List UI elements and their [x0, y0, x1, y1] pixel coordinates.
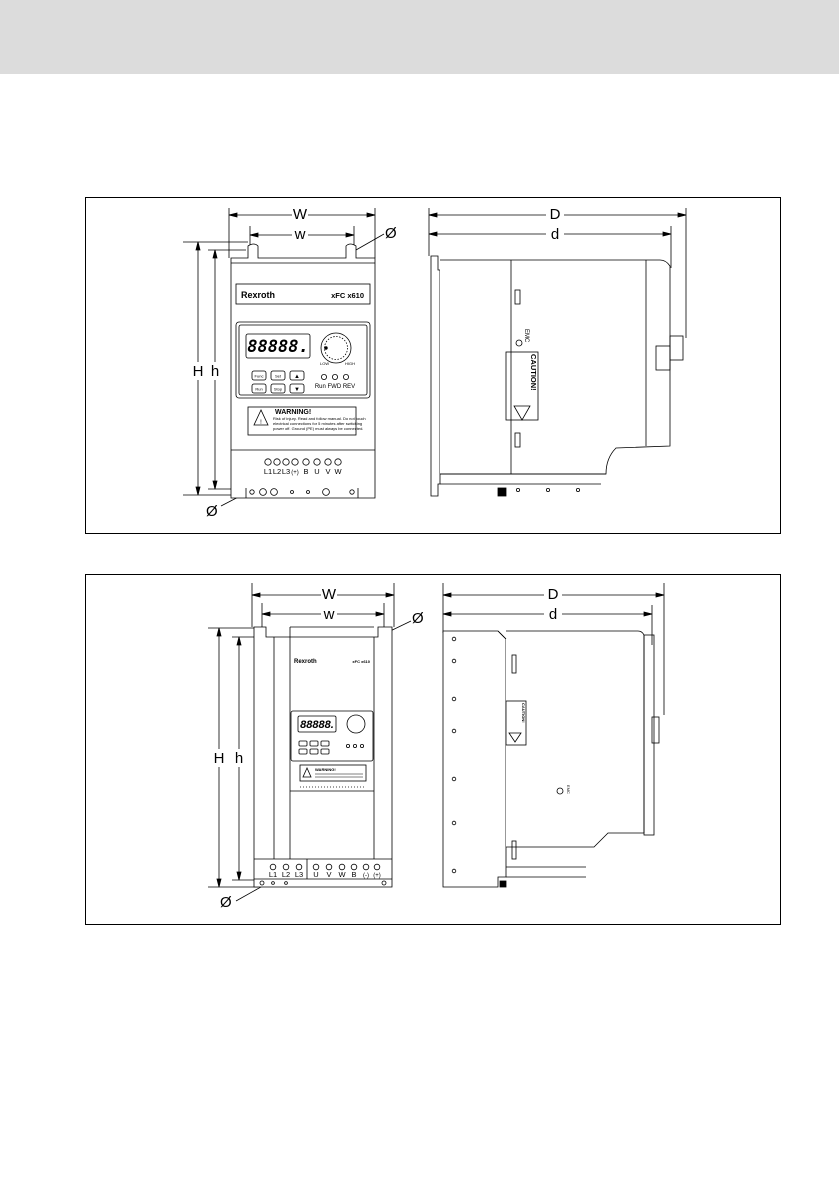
dim-W-large-label: W [322, 586, 337, 603]
terminal-plus: (+) [291, 470, 299, 476]
dim-d-label: d [551, 226, 559, 243]
key-set: Set [275, 374, 282, 379]
large-terminal-L3: L3 [295, 870, 303, 879]
large-terminal-U: U [313, 870, 318, 879]
dim-H-large-label: H [214, 750, 225, 767]
dim-H-label: H [193, 363, 204, 380]
large-terminal-L2: L2 [282, 870, 290, 879]
front-model: xFC x610 [331, 291, 364, 300]
dim-diameter-large-bottom: Ø [220, 894, 232, 911]
large-warning-title: WARNING! [315, 767, 336, 772]
large-side-emc-mark: EMC [566, 785, 571, 794]
dim-D-large-label: D [548, 586, 559, 603]
side-view-large: EMC CAUTION! [442, 630, 660, 888]
drawing-small-frame: W w Ø H h Ø Rexroth [183, 206, 687, 520]
knob-high-label: HIGH [345, 361, 355, 366]
dim-w-large: w [261, 603, 385, 627]
large-front-brand: Rexroth [294, 659, 317, 665]
front-view-large: Rexroth xFC x610 88888. WARNING! L [253, 626, 393, 888]
svg-text:!: ! [260, 420, 262, 426]
front-view-small: Rexroth xFC x610 88888. LOW HIGH Func Se… [230, 243, 376, 499]
terminal-L2: L2 [273, 467, 281, 476]
dim-diameter-large-top: Ø [412, 610, 424, 627]
knob-low-label: LOW [320, 361, 329, 366]
dim-d: d [428, 226, 672, 268]
dim-diameter-top: Ø [385, 225, 397, 242]
header-band [0, 0, 839, 74]
large-terminal-L1: L1 [269, 870, 277, 879]
dim-W-large: W [251, 583, 395, 627]
dim-h-large: h [231, 636, 258, 881]
terminal-L1: L1 [264, 467, 272, 476]
dim-H-large: H [208, 627, 258, 888]
side-caution-title: CAUTION! [529, 354, 538, 391]
dim-h-label: h [211, 363, 219, 380]
dimension-figure-small-frame: W w Ø H h Ø Rexroth [85, 197, 781, 534]
large-terminal-minus: (-) [363, 873, 369, 879]
terminal-W: W [334, 467, 342, 476]
terminal-U: U [314, 467, 319, 476]
front-brand: Rexroth [241, 290, 275, 300]
warning-title: WARNING! [275, 409, 311, 416]
large-terminal-B: B [351, 870, 356, 879]
dim-H: H [183, 241, 248, 496]
key-run: Run [255, 387, 262, 392]
dim-W-label: W [293, 206, 308, 223]
key-up: ▲ [294, 374, 300, 380]
dim-d-large-label: d [549, 606, 557, 623]
front-indicator-labels: Run FWD REV [315, 384, 355, 390]
warning-line-3: power off. Ground (PE) must always be co… [273, 426, 363, 431]
dim-h: h [207, 249, 246, 490]
terminal-L3: L3 [282, 467, 290, 476]
key-func: Func [255, 374, 264, 379]
dim-W: W [228, 206, 376, 258]
warning-line-1: Risk of injury. Read and follow manual. … [273, 416, 366, 421]
large-side-caution-title: CAUTION! [521, 703, 526, 723]
dim-w-large-label: w [323, 606, 335, 623]
large-terminal-V: V [326, 870, 331, 879]
dim-h-large-label: h [235, 750, 243, 767]
terminal-V: V [325, 467, 330, 476]
dim-w-label: w [294, 226, 306, 243]
dim-w: w [249, 226, 355, 256]
front-display-readout: 88888. [247, 337, 308, 357]
dim-D-large: D [442, 583, 665, 715]
terminal-B: B [303, 467, 308, 476]
side-view-small: EMC CAUTION! [430, 255, 684, 497]
dimension-figure-large-frame: W w Ø H h Ø [85, 574, 781, 925]
large-front-model: xFC x610 [352, 659, 370, 664]
dim-d-large: d [442, 605, 653, 645]
warning-line-2: electrical connections for 5 minutes aft… [273, 421, 362, 426]
side-emc-mark: EMC [523, 329, 529, 343]
large-terminal-plus: (+) [373, 873, 381, 879]
drawing-large-frame: W w Ø H h Ø [208, 583, 665, 911]
dim-D: D [428, 206, 687, 338]
large-front-display: 88888. [300, 719, 334, 731]
large-terminal-W: W [338, 870, 346, 879]
dim-D-label: D [550, 206, 561, 223]
dim-diameter-bottom: Ø [206, 503, 218, 520]
key-down: ▼ [294, 387, 300, 393]
key-stop: Stop [274, 387, 283, 392]
